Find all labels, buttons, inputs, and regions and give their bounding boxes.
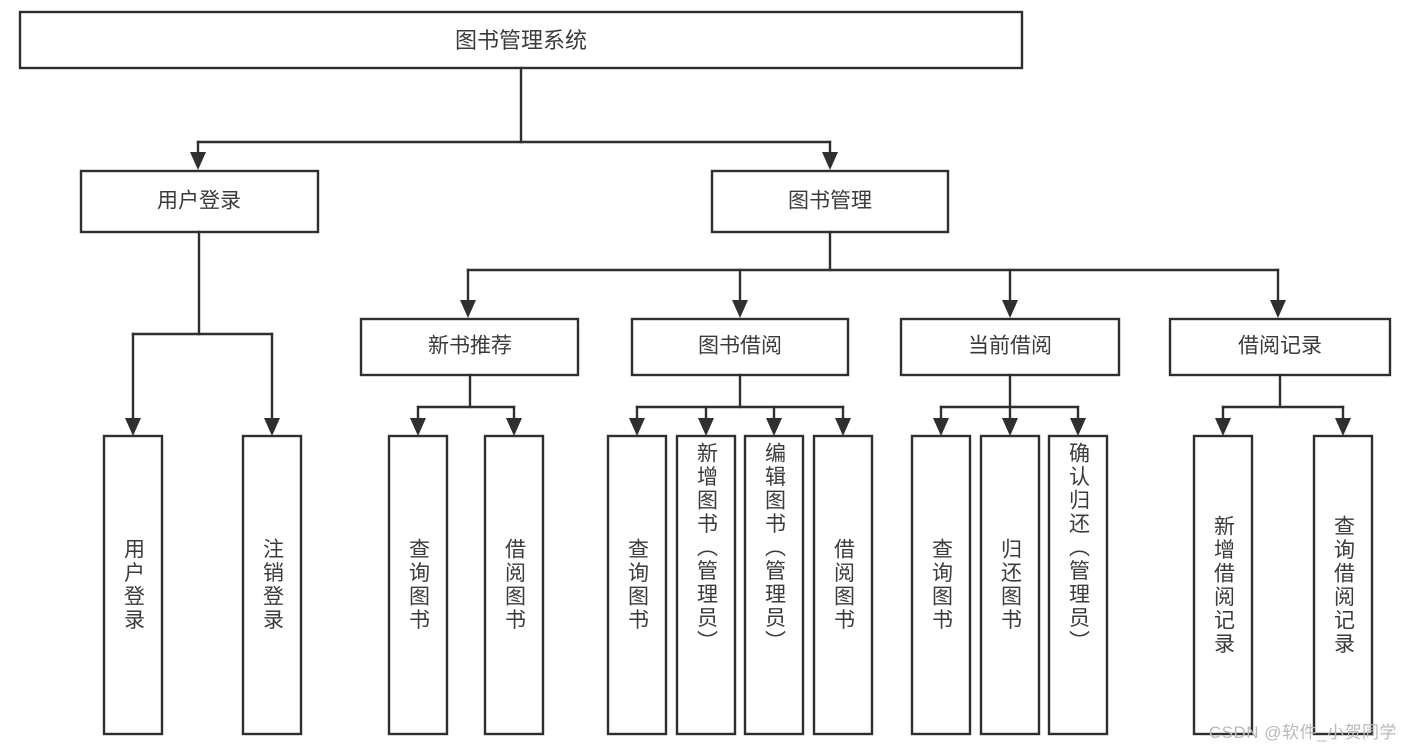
arrow-br-leaf1-icon bbox=[1215, 418, 1231, 436]
node-book-borrow[interactable]: 图书借阅 bbox=[630, 317, 850, 377]
arrow-nbr-leaf1-icon bbox=[410, 418, 426, 436]
node-borrow-record-label: 借阅记录 bbox=[1238, 335, 1322, 358]
arrow-bb-leaf2-icon bbox=[698, 418, 714, 436]
node-root-box[interactable] bbox=[18, 10, 1024, 70]
leaf-box-return-book[interactable] bbox=[979, 434, 1041, 736]
arrow-root-to-book-manage-icon bbox=[822, 152, 838, 170]
node-new-book-recommend[interactable]: 新书推荐 bbox=[359, 317, 580, 377]
arrow-user-login-leaf1-icon bbox=[125, 418, 141, 436]
csdn-watermark: CSDN @软件_小贺同学 bbox=[1208, 723, 1397, 742]
node-book-borrow-box[interactable] bbox=[630, 317, 850, 377]
arrow-cb-leaf3-icon bbox=[1070, 418, 1086, 436]
arrow-to-new-book-recommend-icon bbox=[460, 300, 476, 318]
node-user-login[interactable]: 用户登录 bbox=[79, 169, 320, 234]
arrow-br-leaf2-icon bbox=[1335, 418, 1351, 436]
node-book-manage-box[interactable] bbox=[710, 169, 950, 234]
node-current-borrow-box[interactable] bbox=[899, 317, 1121, 377]
node-root[interactable]: 图书管理系统 bbox=[18, 10, 1024, 70]
node-user-login-label: 用户登录 bbox=[157, 190, 241, 213]
leaf-box-query-book-2[interactable] bbox=[606, 434, 668, 736]
leaf-box-logout-login[interactable] bbox=[241, 434, 303, 736]
arrow-bb-leaf3-icon bbox=[766, 418, 782, 436]
node-book-manage-label: 图书管理 bbox=[788, 190, 872, 213]
node-new-book-recommend-box[interactable] bbox=[359, 317, 580, 377]
leaf-box-query-record[interactable] bbox=[1312, 434, 1374, 736]
leaf-box-borrow-book-1[interactable] bbox=[483, 434, 545, 736]
node-borrow-record[interactable]: 借阅记录 bbox=[1168, 317, 1392, 377]
leaf-box-query-book-3[interactable] bbox=[910, 434, 972, 736]
leaf-box-user-login[interactable] bbox=[102, 434, 164, 736]
leaf-box-add-book[interactable] bbox=[675, 434, 737, 736]
node-new-book-recommend-label: 新书推荐 bbox=[428, 335, 512, 358]
leaf-box-borrow-book-2[interactable] bbox=[812, 434, 874, 736]
leaf-box-edit-book[interactable] bbox=[743, 434, 805, 736]
arrow-nbr-leaf2-icon bbox=[506, 418, 522, 436]
node-book-borrow-label: 图书借阅 bbox=[698, 335, 782, 358]
leaf-box-query-book-1[interactable] bbox=[387, 434, 449, 736]
leaf-box-confirm-return[interactable] bbox=[1047, 434, 1109, 736]
arrow-user-login-leaf2-icon bbox=[264, 418, 280, 436]
arrow-to-current-borrow-icon bbox=[1002, 300, 1018, 318]
arrow-bb-leaf4-icon bbox=[835, 418, 851, 436]
arrow-root-to-user-login-icon bbox=[190, 152, 206, 170]
arrow-bb-leaf1-icon bbox=[629, 418, 645, 436]
arrow-cb-leaf1-icon bbox=[933, 418, 949, 436]
arrow-to-borrow-record-icon bbox=[1270, 300, 1286, 318]
node-borrow-record-box[interactable] bbox=[1168, 317, 1392, 377]
arrow-to-book-borrow-icon bbox=[732, 300, 748, 318]
node-current-borrow[interactable]: 当前借阅 bbox=[899, 317, 1121, 377]
node-current-borrow-label: 当前借阅 bbox=[968, 335, 1052, 358]
node-book-manage[interactable]: 图书管理 bbox=[710, 169, 950, 234]
arrow-cb-leaf2-icon bbox=[1002, 418, 1018, 436]
node-root-label: 图书管理系统 bbox=[455, 28, 587, 53]
leaf-box-add-record[interactable] bbox=[1192, 434, 1254, 736]
